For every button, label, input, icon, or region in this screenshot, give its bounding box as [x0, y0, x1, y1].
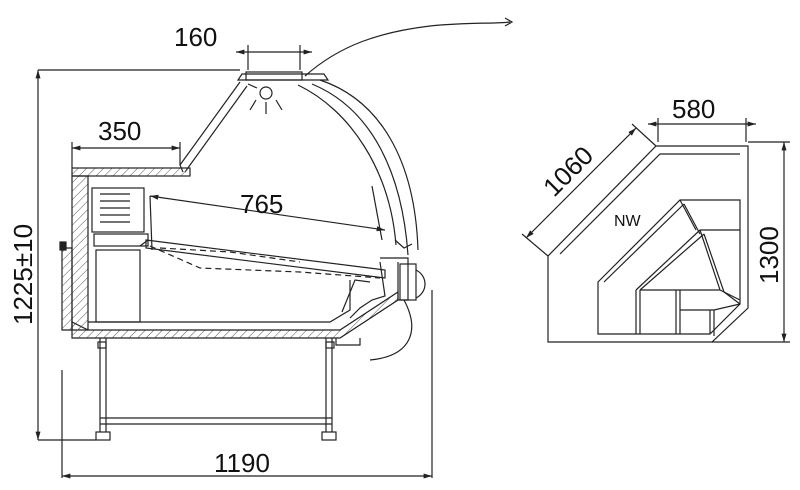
corner-view: 580 1060 1300	[521, 94, 790, 343]
dim-shelf-350: 350	[71, 116, 181, 168]
dim-width-1190: 1190	[61, 290, 433, 479]
top-lamp-housing	[236, 71, 330, 114]
corner-outline	[547, 145, 749, 343]
power-cable	[304, 21, 511, 77]
dim-corner-1060: 1060	[521, 123, 657, 257]
display-tray	[145, 239, 386, 279]
dim-top-160: 160	[174, 22, 312, 70]
compressor-box	[91, 187, 149, 323]
dim-corner-height-label: 1300	[754, 226, 784, 284]
curved-glass-inner	[311, 83, 409, 256]
dim-depth-765: 765	[149, 189, 386, 251]
bottom-deck	[71, 290, 399, 339]
dim-shelf-label: 350	[98, 116, 141, 146]
lower-tub	[88, 280, 351, 323]
corner-orientation-label: NW	[614, 213, 642, 230]
base-frame	[95, 338, 337, 441]
dim-height-label: 1225±10	[8, 224, 38, 325]
dim-corner-1300	[712, 141, 790, 343]
curved-glass	[319, 79, 419, 251]
dim-width-label: 1190	[214, 448, 270, 478]
dim-top-label: 160	[174, 22, 217, 52]
front-glass-inner	[184, 85, 248, 173]
dim-height-1225	[35, 69, 240, 441]
worktop	[71, 167, 191, 177]
side-view: 160 350	[8, 17, 514, 479]
dim-corner-top-label: 580	[672, 94, 715, 124]
rear-wall	[71, 175, 89, 331]
dim-depth-label: 765	[240, 189, 283, 219]
dim-corner-580: 580	[648, 94, 756, 142]
front-glass	[179, 81, 241, 173]
dim-corner-diagonal-label: 1060	[537, 140, 599, 202]
